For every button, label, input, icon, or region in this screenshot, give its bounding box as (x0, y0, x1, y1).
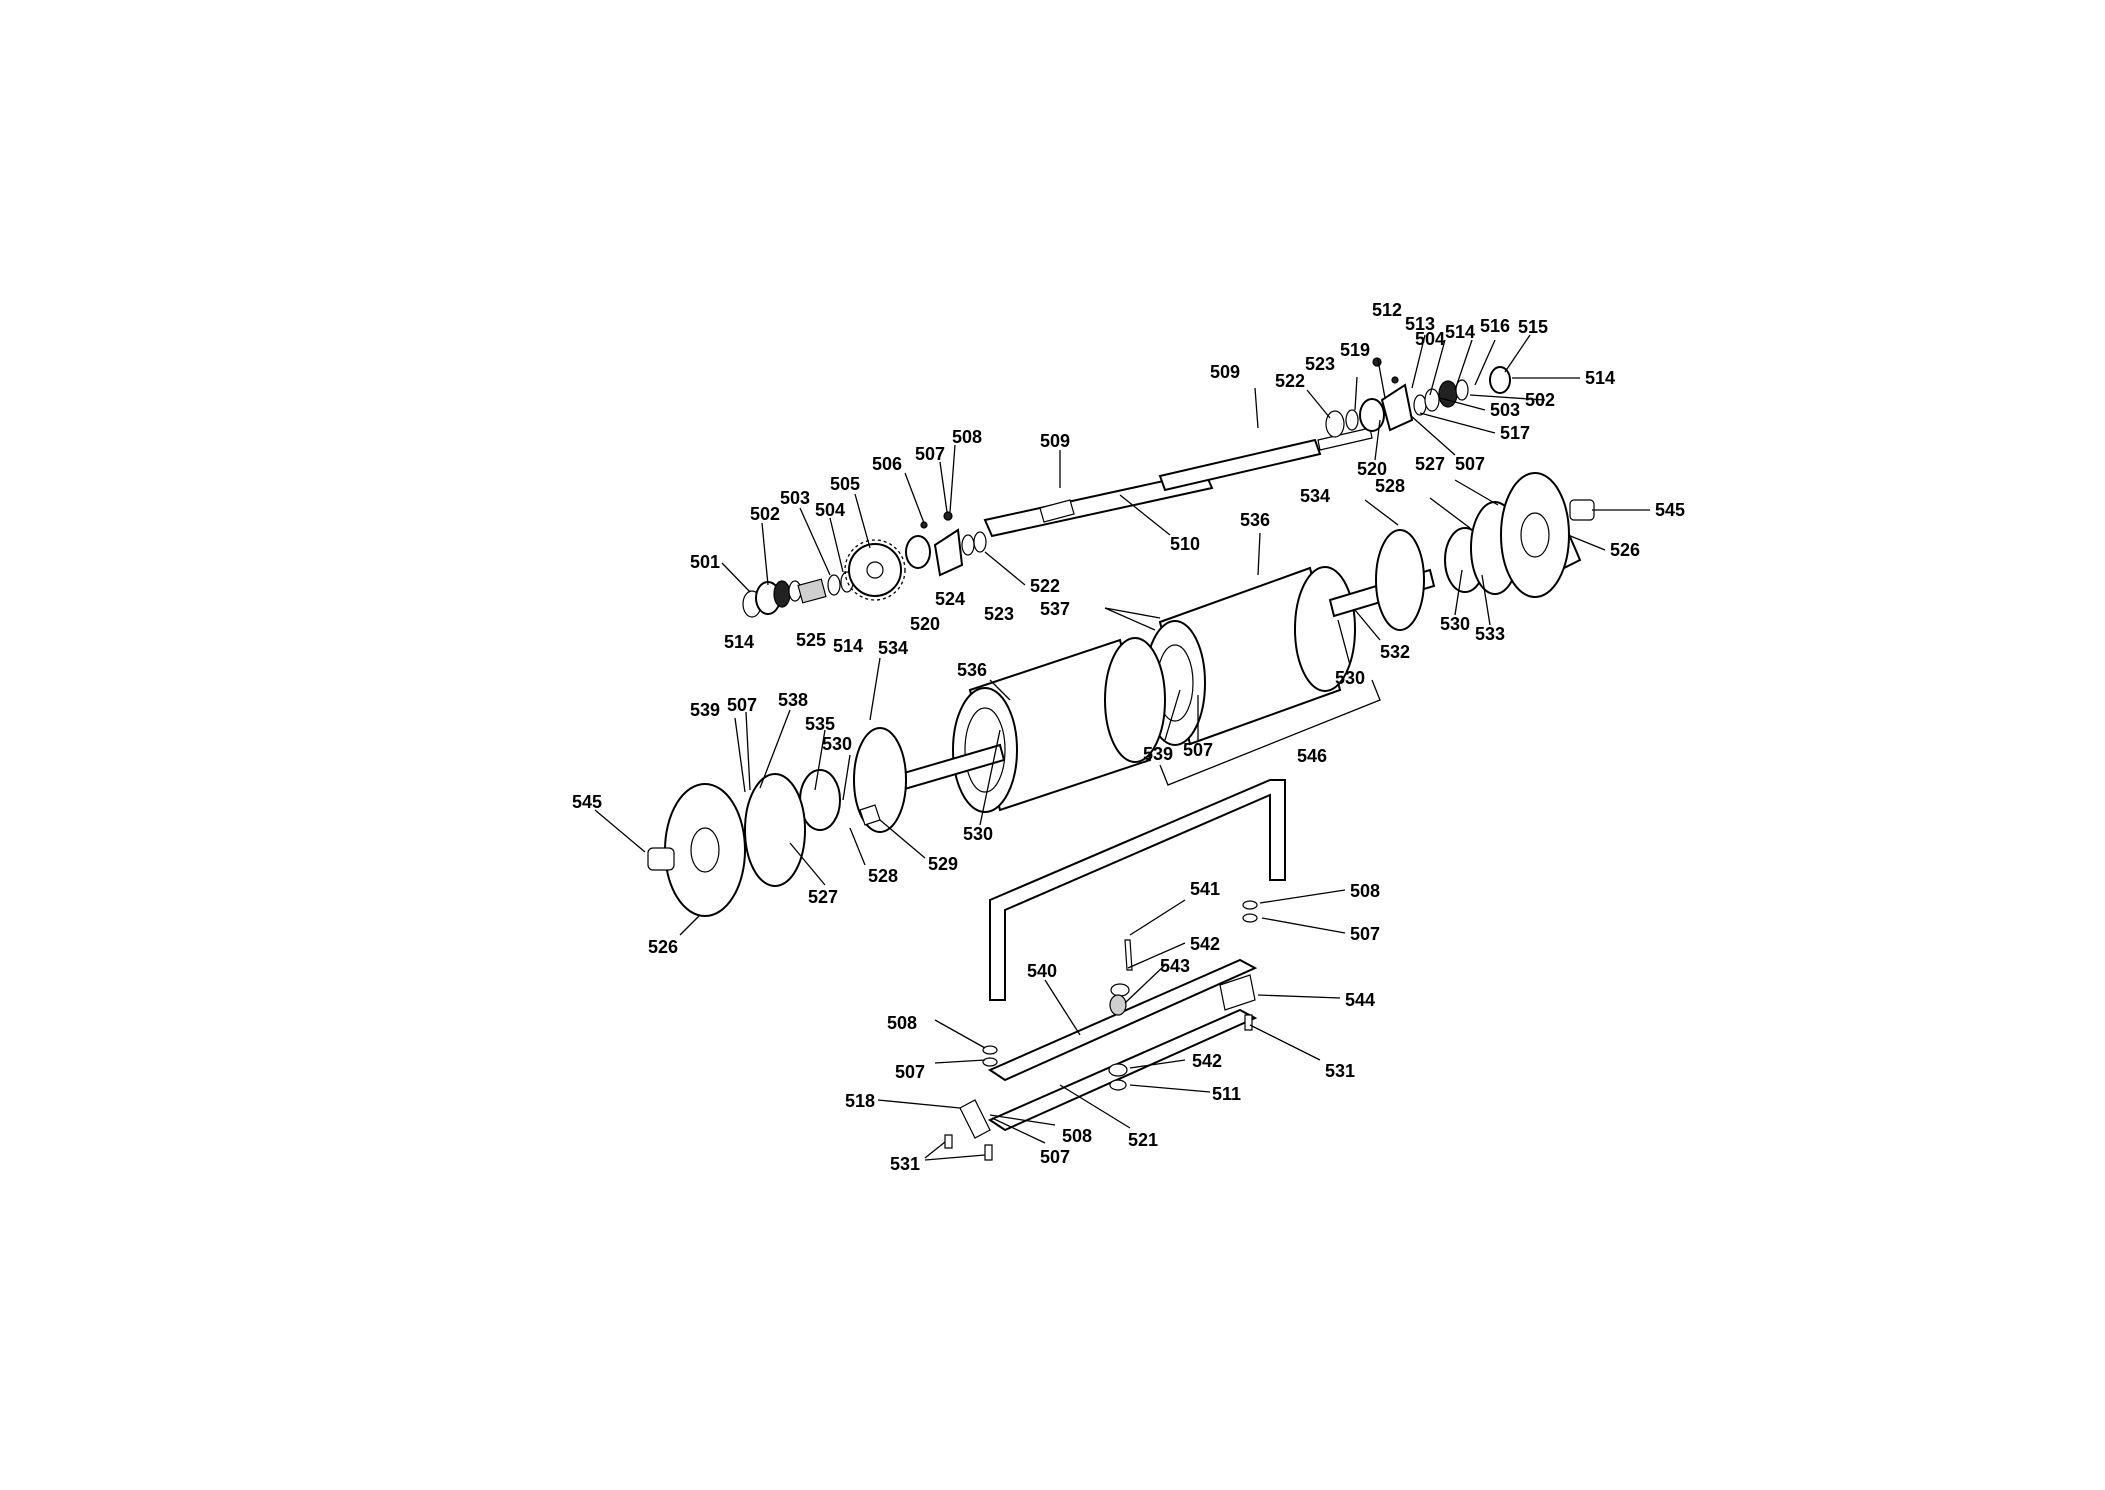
callout-514: 514 (1585, 368, 1615, 388)
callout-511: 511 (1212, 1084, 1241, 1104)
callout-530: 530 (1440, 614, 1470, 634)
callout-523: 523 (984, 604, 1014, 624)
callout-518: 518 (845, 1091, 875, 1111)
callout-522: 522 (1275, 371, 1305, 391)
left-bearing-assembly (742, 571, 854, 618)
callout-507: 507 (1040, 1147, 1070, 1167)
callout-508: 508 (952, 427, 982, 447)
callout-503: 503 (780, 488, 810, 508)
callout-530: 530 (822, 734, 852, 754)
roller-part-icon (1144, 566, 1356, 746)
callout-516: 516 (1480, 316, 1510, 336)
callout-544: 544 (1345, 990, 1375, 1010)
callout-539: 539 (690, 700, 720, 720)
callout-520: 520 (1357, 459, 1387, 479)
callout-545: 545 (572, 792, 602, 812)
callout-522: 522 (1030, 576, 1060, 596)
scraper-bar-icon (944, 900, 1258, 1161)
callout-540: 540 (1027, 961, 1057, 981)
callout-530: 530 (1335, 668, 1365, 688)
callout-504: 504 (1415, 329, 1445, 349)
callout-514: 514 (724, 632, 754, 652)
callout-528: 528 (1375, 476, 1405, 496)
callout-526: 526 (1610, 540, 1640, 560)
callout-508: 508 (1062, 1126, 1092, 1146)
callout-508: 508 (1350, 881, 1380, 901)
callout-542: 542 (1192, 1051, 1222, 1071)
frame-bracket-icon (989, 779, 1286, 1001)
callout-527: 527 (1415, 454, 1445, 474)
callout-519: 519 (1340, 340, 1370, 360)
right-drive-end (1444, 472, 1595, 598)
bearing-icon (905, 511, 987, 577)
callout-534: 534 (1300, 486, 1330, 506)
callout-515: 515 (1518, 317, 1548, 337)
callout-510: 510 (1170, 534, 1200, 554)
callout-507: 507 (895, 1062, 925, 1082)
callout-523: 523 (1305, 354, 1335, 374)
callout-536: 536 (1240, 510, 1270, 530)
callout-534: 534 (878, 638, 908, 658)
callout-507: 507 (1350, 924, 1380, 944)
callout-531: 531 (890, 1154, 920, 1174)
callout-502: 502 (750, 504, 780, 524)
callout-507: 507 (1455, 454, 1485, 474)
right-bearing-assembly (1325, 357, 1511, 438)
callout-532: 532 (1380, 642, 1410, 662)
callout-527: 527 (808, 887, 838, 907)
callout-514: 514 (833, 636, 863, 656)
callout-526: 526 (648, 937, 678, 957)
callout-514: 514 (1445, 322, 1475, 342)
flange-icon (853, 727, 907, 833)
roller-part-icon (952, 637, 1166, 813)
callout-530: 530 (963, 824, 993, 844)
callout-541: 541 (1190, 879, 1220, 899)
callout-507: 507 (1183, 740, 1213, 760)
callout-506: 506 (872, 454, 902, 474)
callout-520: 520 (910, 614, 940, 634)
leader-lines (594, 334, 1650, 1161)
left-drive-end (647, 769, 881, 917)
callout-508: 508 (887, 1013, 917, 1033)
callout-533: 533 (1475, 624, 1505, 644)
callout-512: 512 (1372, 300, 1402, 320)
callout-505: 505 (830, 474, 860, 494)
callout-539: 539 (1143, 744, 1173, 764)
parts-drawing (647, 357, 1595, 1161)
callout-525: 525 (796, 630, 826, 650)
callout-538: 538 (778, 690, 808, 710)
callout-543: 543 (1160, 956, 1190, 976)
callout-507: 507 (915, 444, 945, 464)
callout-509: 509 (1210, 362, 1240, 382)
callout-521: 521 (1128, 1130, 1158, 1150)
shaft-icon (983, 427, 1373, 538)
sprocket-icon (844, 539, 906, 601)
callout-545: 545 (1655, 500, 1685, 520)
callout-535: 535 (805, 714, 835, 734)
callout-labels: 501 502 503 504 505 506 507 508 509 510 … (572, 300, 1685, 1174)
callout-504: 504 (815, 500, 845, 520)
callout-509: 509 (1040, 431, 1070, 451)
callout-536: 536 (957, 660, 987, 680)
callout-542: 542 (1190, 934, 1220, 954)
callout-537: 537 (1040, 599, 1070, 619)
callout-502: 502 (1525, 390, 1555, 410)
callout-507: 507 (727, 695, 757, 715)
callout-546: 546 (1297, 746, 1327, 766)
callout-517: 517 (1500, 423, 1530, 443)
callout-503: 503 (1490, 400, 1520, 420)
callout-531: 531 (1325, 1061, 1355, 1081)
callout-529: 529 (928, 854, 958, 874)
callout-528: 528 (868, 866, 898, 886)
callout-501: 501 (690, 552, 720, 572)
flange-icon (1375, 529, 1425, 631)
callout-513: 513 (1405, 314, 1435, 334)
callout-524: 524 (935, 589, 965, 609)
